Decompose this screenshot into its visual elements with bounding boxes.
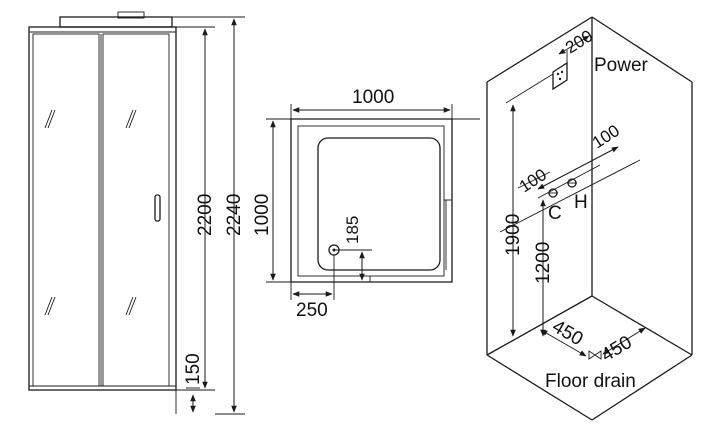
dim-tray-depth: 1000 bbox=[252, 194, 273, 236]
power-socket bbox=[552, 61, 568, 91]
dim-drain-y: 185 bbox=[343, 216, 362, 244]
dim-total-height: 2240 bbox=[224, 194, 245, 236]
cabin-body bbox=[28, 26, 177, 391]
dim-line-valve-b bbox=[537, 146, 619, 190]
cold-label: C bbox=[548, 203, 562, 224]
iso-front-right bbox=[591, 354, 693, 421]
dim-drain-left: 450 bbox=[549, 316, 587, 350]
hot-label: H bbox=[574, 192, 588, 213]
dim-valve-height: 1200 bbox=[533, 242, 554, 284]
iso-front-left bbox=[486, 354, 593, 421]
dim-line-drain-right bbox=[602, 327, 646, 355]
dim-valve-spacing-b: 100 bbox=[589, 121, 623, 152]
dim-cabin-height: 2200 bbox=[195, 194, 216, 236]
front-view: 2200 2240 150 bbox=[28, 11, 245, 415]
dim-valve-spacing-a: 100 bbox=[516, 165, 550, 196]
left-door bbox=[32, 33, 100, 387]
dim-drain-x: 250 bbox=[296, 300, 328, 321]
iso-top-left-edge bbox=[486, 16, 593, 83]
top-view: 1000 1000 185 250 bbox=[252, 87, 480, 321]
iso-top-right-edge bbox=[591, 16, 693, 83]
iso-view: Power 200 1900 100 100 C H 1200 450 450 bbox=[486, 16, 693, 421]
floor-drain-label: Floor drain bbox=[545, 371, 636, 392]
floor-drain-icon bbox=[588, 350, 602, 360]
tray-outer bbox=[290, 118, 453, 283]
power-label: Power bbox=[594, 55, 649, 76]
right-door bbox=[102, 33, 170, 387]
iso-floor-left bbox=[486, 295, 593, 356]
cabin-top-cap bbox=[59, 16, 173, 28]
dim-line-power-offset bbox=[558, 35, 590, 55]
tray-basin bbox=[317, 137, 441, 271]
dim-base-height: 150 bbox=[183, 353, 204, 385]
tray-rim bbox=[297, 125, 445, 277]
cabin-roof-box bbox=[117, 11, 145, 19]
iso-floor-right bbox=[591, 295, 693, 356]
dim-line-drain-left bbox=[540, 329, 587, 357]
door-handle bbox=[154, 194, 161, 222]
glass-reflection-marks bbox=[44, 109, 137, 316]
dim-power-height: 1900 bbox=[503, 214, 524, 256]
dim-tray-width: 1000 bbox=[352, 87, 394, 108]
